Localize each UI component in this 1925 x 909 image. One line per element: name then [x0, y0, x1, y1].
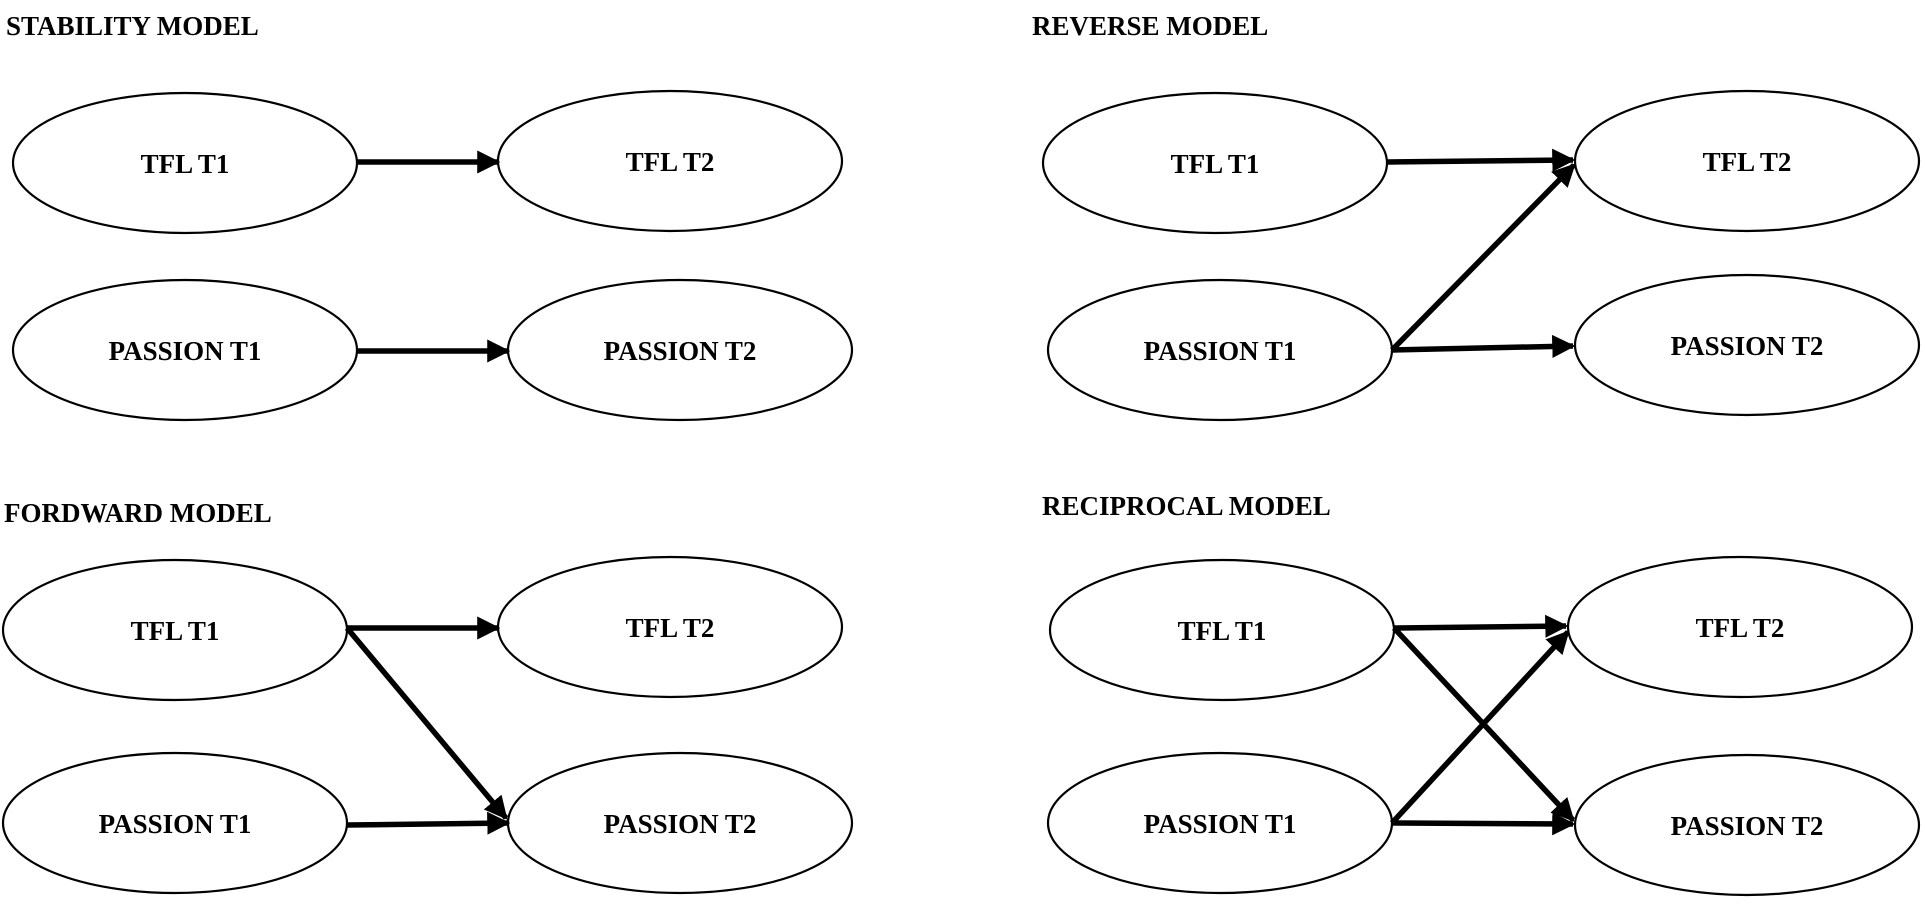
node-label: PASSION T2 — [1671, 811, 1824, 841]
panel-title: RECIPROCAL MODEL — [1042, 491, 1331, 521]
edge-passion-t1-to-tfl-t2 — [1390, 163, 1576, 352]
node-passion-t1: PASSION T1 — [11, 278, 359, 422]
node-tfl-t2: TFL T2 — [496, 555, 844, 699]
node-label: TFL T1 — [131, 616, 220, 646]
node-label: TFL T1 — [1171, 149, 1260, 179]
node-passion-t1: PASSION T1 — [1046, 278, 1394, 422]
node-tfl-t1: TFL T1 — [1041, 91, 1389, 235]
panel-title: FORDWARD MODEL — [4, 498, 272, 528]
panel-stability-model: STABILITY MODEL TFL T1 TFL T2 PASSION T1… — [6, 11, 854, 422]
node-tfl-t1: TFL T1 — [1048, 558, 1396, 702]
node-label: PASSION T2 — [604, 809, 757, 839]
panel-forward-model: FORDWARD MODEL TFL T1 TFL T2 PASSION T1 … — [1, 498, 854, 895]
node-passion-t2: PASSION T2 — [506, 278, 854, 422]
panel-reciprocal-model: RECIPROCAL MODEL TFL T1 TFL T2 PASSION T… — [1042, 491, 1921, 897]
edge-passion-t1-to-passion-t2 — [346, 811, 511, 835]
edge-tfl-t1-to-tfl-t2 — [1386, 148, 1576, 172]
node-label: TFL T1 — [141, 149, 230, 179]
node-label: TFL T2 — [626, 147, 715, 177]
node-passion-t1: PASSION T1 — [1, 751, 349, 895]
node-passion-t2: PASSION T2 — [1573, 273, 1921, 417]
edge-passion-t1-to-tfl-t2 — [1389, 630, 1571, 825]
node-label: TFL T2 — [1703, 147, 1792, 177]
node-label: PASSION T2 — [604, 336, 757, 366]
node-label: PASSION T1 — [1144, 336, 1297, 366]
node-label: PASSION T1 — [109, 336, 262, 366]
panel-reverse-model: REVERSE MODEL TFL T1 TFL T2 PASSION T1 P… — [1032, 11, 1921, 422]
node-label: TFL T2 — [626, 613, 715, 643]
node-passion-t2: PASSION T2 — [1573, 753, 1921, 897]
edge-passion-t1-to-passion-t2 — [1391, 334, 1576, 359]
node-tfl-t2: TFL T2 — [1573, 89, 1921, 233]
edge-passion-t1-to-passion-t2 — [1391, 812, 1576, 836]
node-label: TFL T1 — [1178, 616, 1267, 646]
node-label: PASSION T2 — [1671, 331, 1824, 361]
node-passion-t2: PASSION T2 — [506, 751, 854, 895]
node-tfl-t1: TFL T1 — [1, 558, 349, 702]
panel-title: STABILITY MODEL — [6, 11, 259, 41]
node-tfl-t2: TFL T2 — [496, 89, 844, 233]
node-label: TFL T2 — [1696, 613, 1785, 643]
edge-tfl-t1-to-passion-t2 — [344, 626, 509, 820]
edge-tfl-t1-to-tfl-t2 — [1393, 614, 1569, 638]
node-ellipse — [1041, 91, 1389, 235]
node-label: PASSION T1 — [1144, 809, 1297, 839]
node-passion-t1: PASSION T1 — [1046, 751, 1394, 895]
node-tfl-t2: TFL T2 — [1566, 555, 1914, 699]
node-tfl-t1: TFL T1 — [11, 91, 359, 235]
panel-title: REVERSE MODEL — [1032, 11, 1268, 41]
node-label: PASSION T1 — [99, 809, 252, 839]
